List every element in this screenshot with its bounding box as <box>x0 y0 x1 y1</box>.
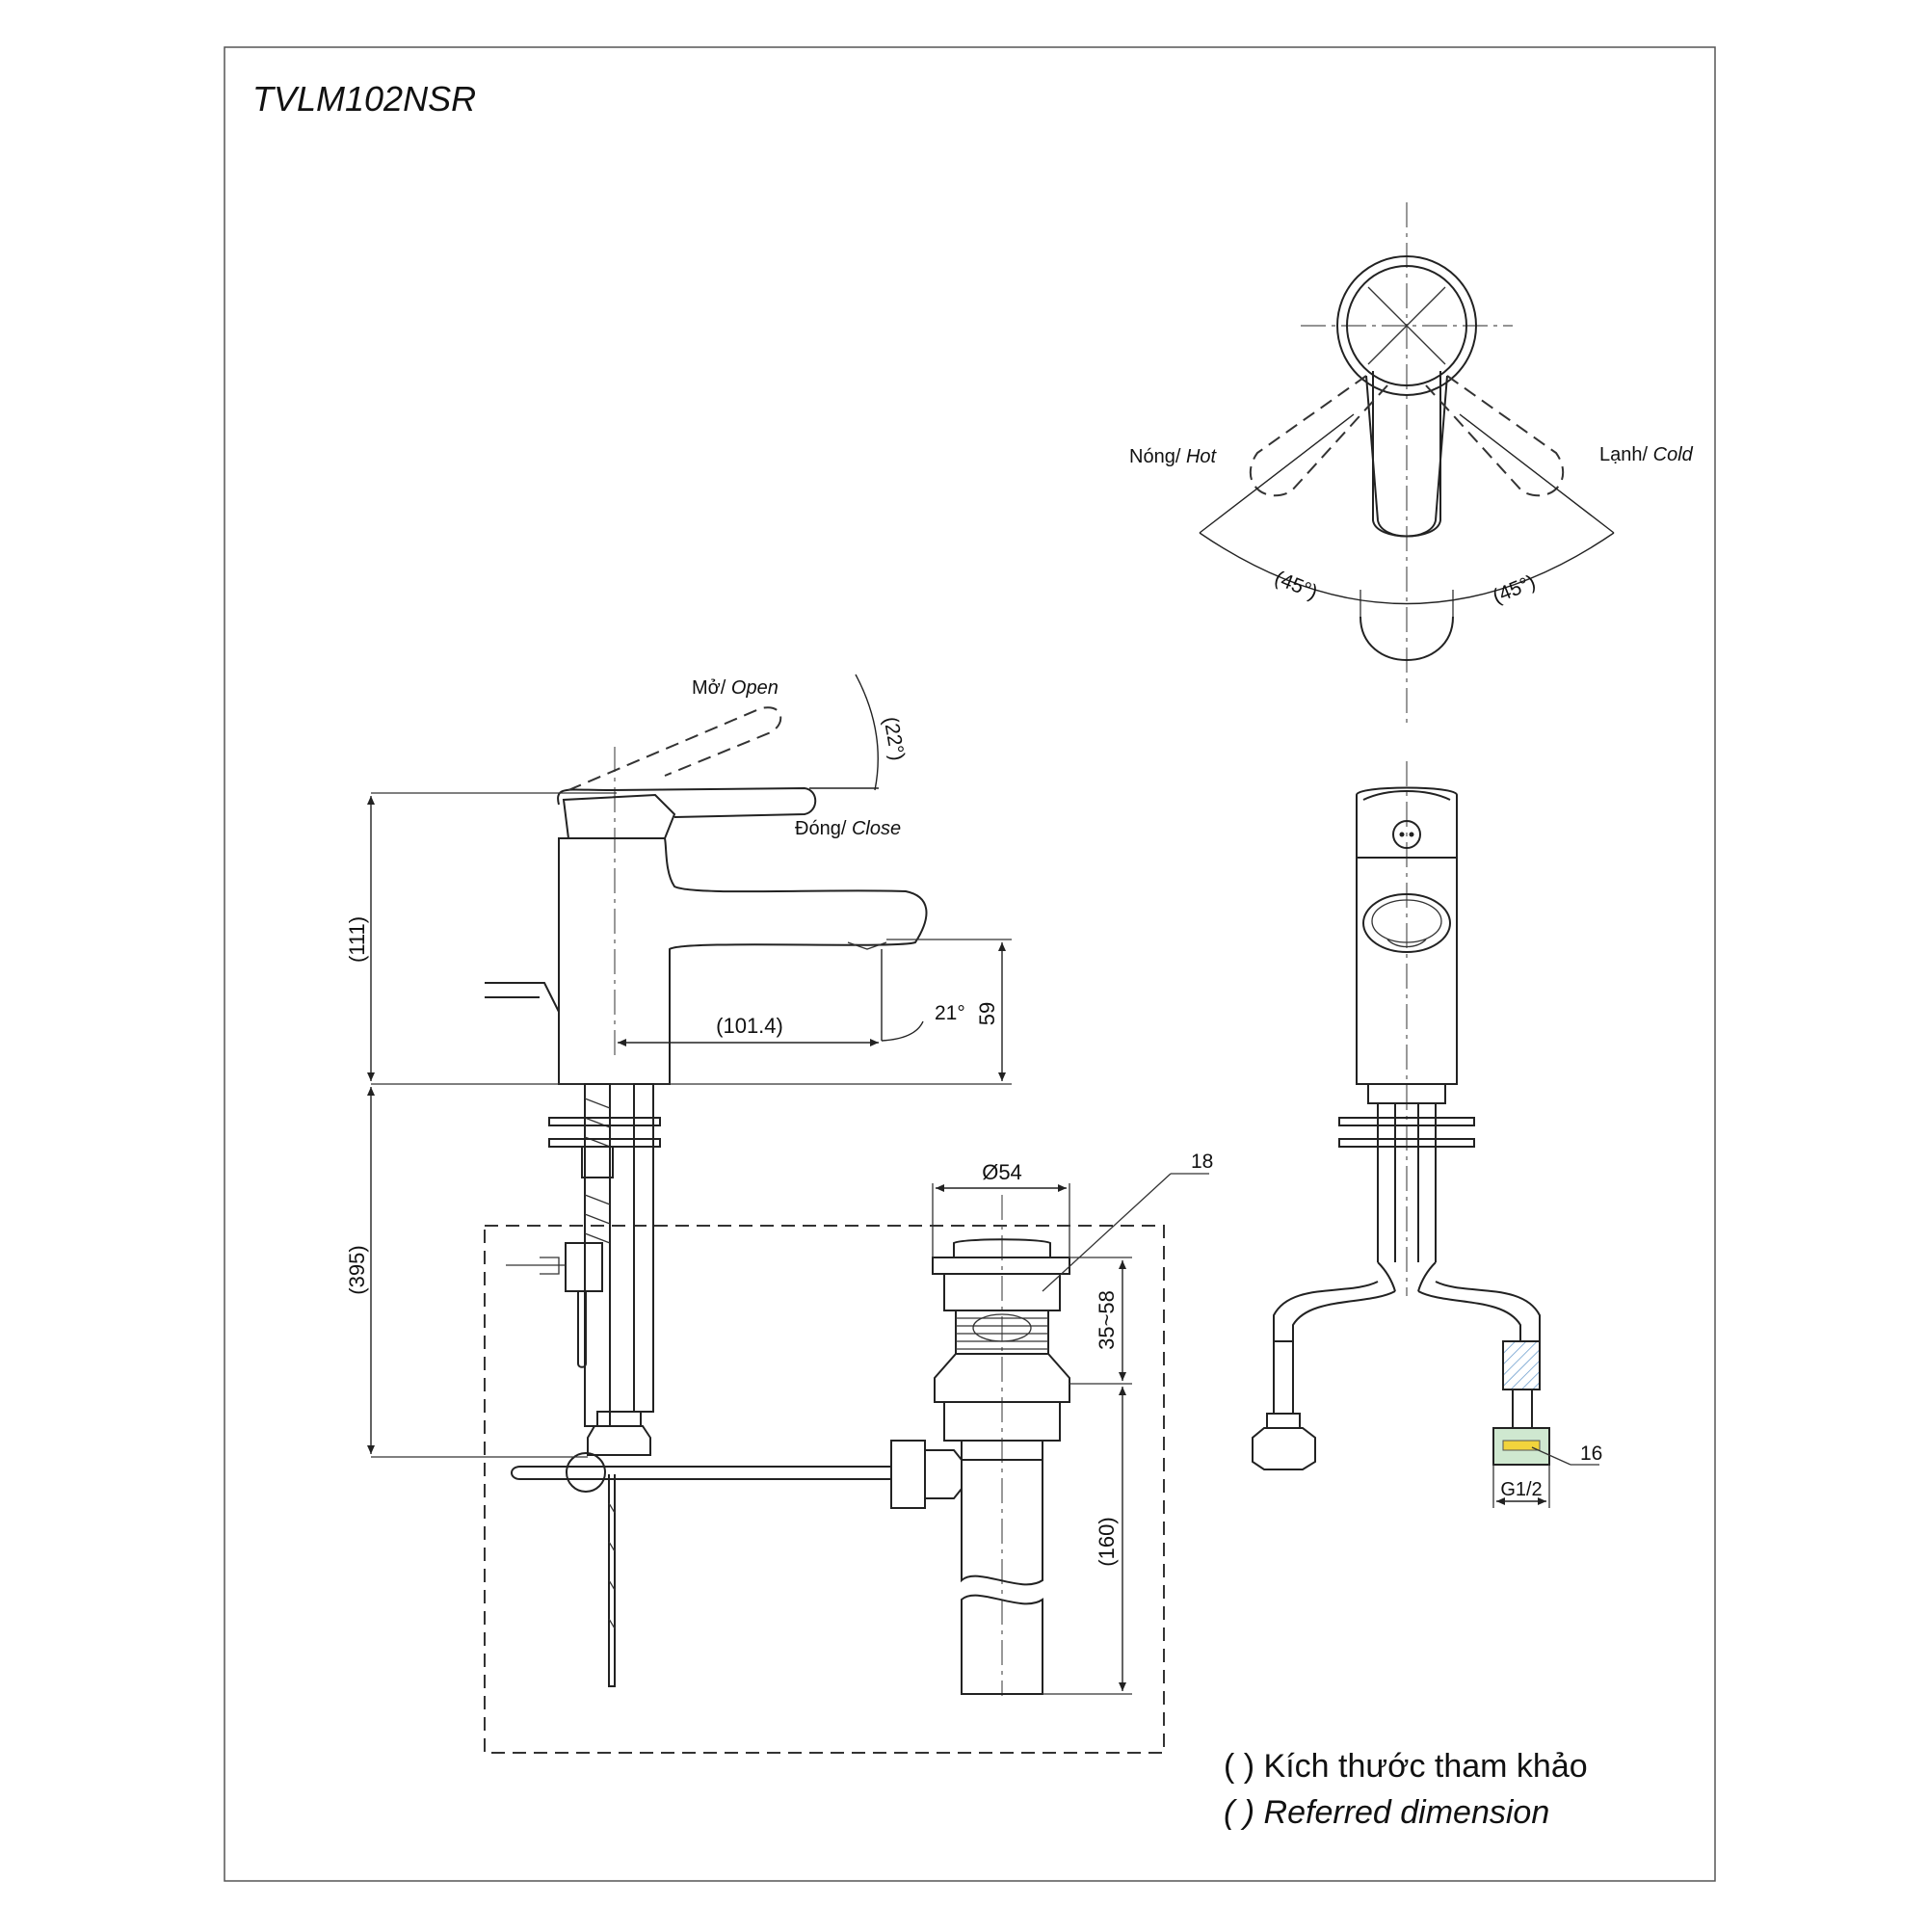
under-counter-view: Ø54 35~58 (160) (395) 18 <box>345 1083 1213 1754</box>
dim-drain-diameter: Ø54 <box>982 1160 1022 1184</box>
dim-drain-range: 35~58 <box>1095 1290 1119 1350</box>
angle-left-label: (45°) <box>1272 567 1321 603</box>
sheet-border <box>224 46 1716 1882</box>
spout-angle-label: 21° <box>935 1002 965 1024</box>
callout-part-18: 18 <box>1191 1151 1213 1173</box>
open-label: Mở/ Open <box>692 677 779 699</box>
cold-label: Lạnh/ Cold <box>1599 444 1694 465</box>
dim-drain-length: (160) <box>1095 1517 1119 1566</box>
legend: ( ) Kích thước tham khảo ( ) Referred di… <box>1224 1748 1588 1831</box>
legend-en: ( ) Referred dimension <box>1224 1794 1549 1831</box>
model-title: TVLM102NSR <box>252 79 476 119</box>
front-view: G1/2 16 <box>1252 761 1602 1508</box>
dim-height-total: (111) <box>345 916 369 963</box>
dim-hose-length: (395) <box>345 1245 369 1294</box>
hot-label: Nóng/ Hot <box>1129 446 1218 467</box>
legend-vi: ( ) Kích thước tham khảo <box>1224 1748 1588 1785</box>
close-label: Đóng/ Close <box>795 818 901 839</box>
dim-spout-reach: (101.4) <box>716 1014 783 1038</box>
callout-part-16: 16 <box>1580 1442 1602 1465</box>
side-view: (111) 59 (101.4) Mở/ Open Đóng/ Close (2… <box>345 674 1012 1085</box>
dim-thread: G1/2 <box>1500 1479 1542 1500</box>
angle-right-label: (45°) <box>1490 571 1539 608</box>
lever-angle-label: (22°) <box>879 715 909 762</box>
dim-spout-height: 59 <box>975 1002 999 1025</box>
top-view: Nóng/ Hot Lạnh/ Cold (45°) (45°) <box>1129 202 1694 723</box>
